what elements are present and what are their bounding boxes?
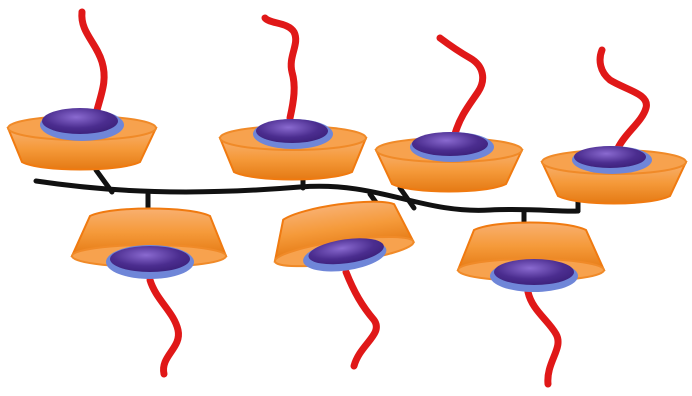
polymer-tail [596, 46, 650, 152]
hydrophobic-core [308, 238, 384, 265]
hydrophobic-core [42, 108, 118, 134]
polymer-tail [78, 8, 108, 122]
hydrophobic-core [494, 259, 574, 285]
micelle-unit-top-1 [6, 8, 158, 171]
polymer-tail [146, 276, 182, 378]
amphiphile-cup [456, 221, 606, 271]
hydrophobic-core [574, 146, 646, 168]
hydrophobic-core [256, 119, 328, 143]
hydrophobic-core [110, 246, 190, 272]
polymer-tail [342, 268, 380, 370]
micelle-unit-top-3 [374, 34, 524, 193]
linker [397, 185, 417, 211]
micelle-unit-bottom-2 [273, 200, 416, 370]
micelle-unit-bottom-3 [456, 221, 606, 388]
polymer-tail [261, 14, 300, 122]
polymer-tail [524, 288, 562, 388]
polymer-backbone [33, 178, 581, 214]
linker [93, 167, 115, 195]
hydrophobic-core [412, 132, 488, 156]
micelle-unit-bottom-1 [70, 207, 228, 378]
micelle-unit-top-4 [540, 46, 688, 205]
micelle-unit-top-2 [218, 14, 368, 181]
amphiphile-cup [70, 207, 228, 257]
polymer-tail [436, 34, 487, 138]
